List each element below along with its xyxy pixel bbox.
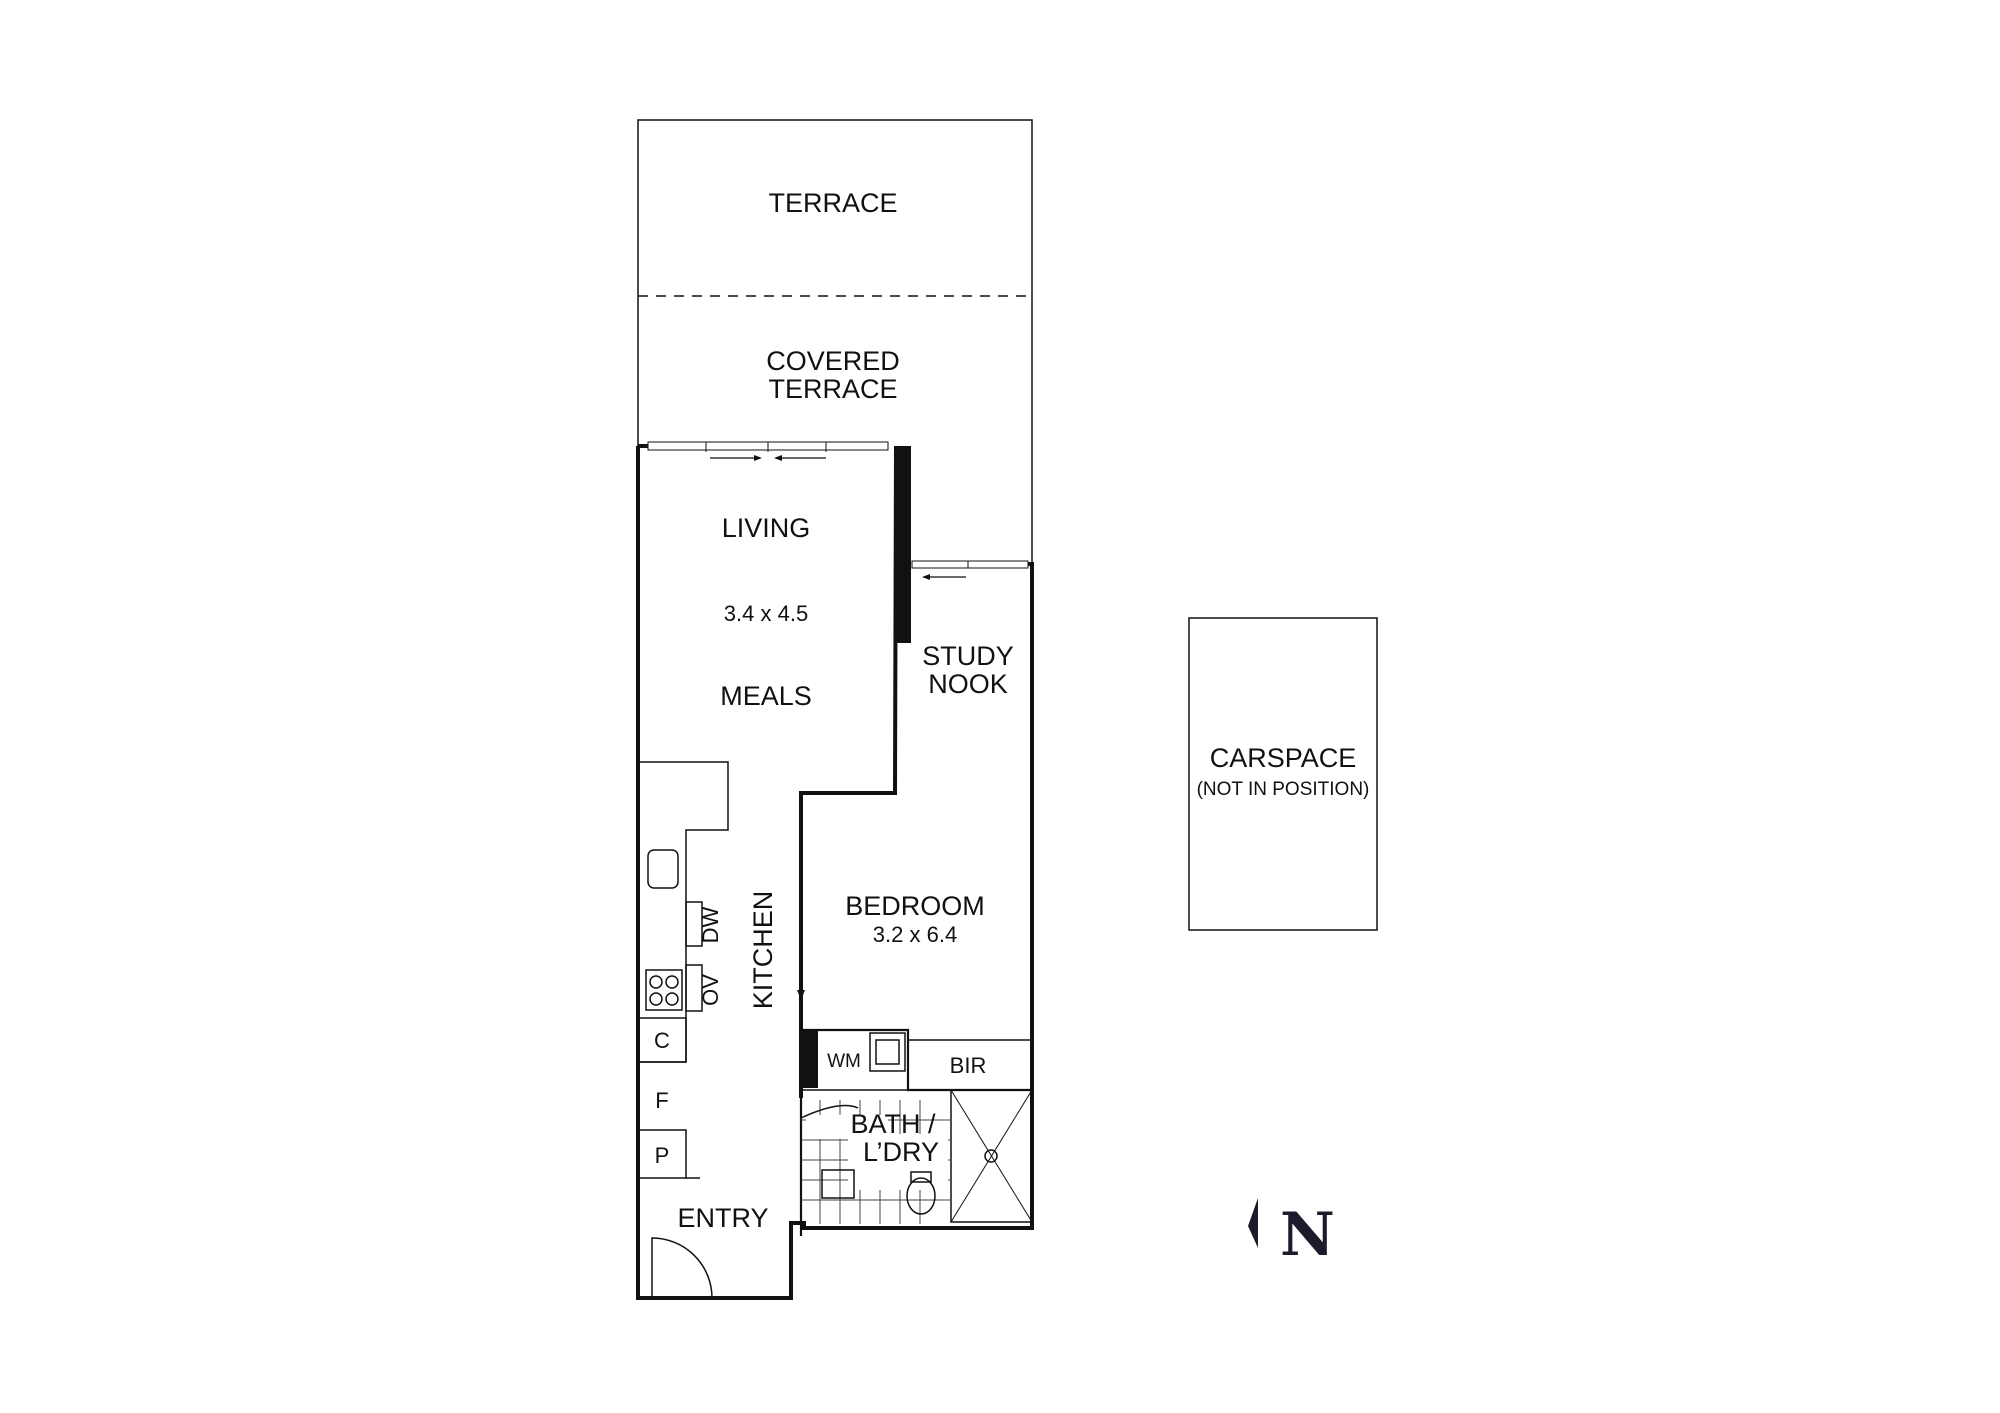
covered-terrace-label-1: COVERED [766, 346, 900, 376]
dishwasher-label: DW [698, 906, 723, 943]
entry-door [651, 1237, 713, 1299]
bedroom-dims: 3.2 x 6.4 [873, 922, 957, 947]
kitchen-label: KITCHEN [748, 891, 778, 1010]
entry-label: ENTRY [677, 1203, 768, 1233]
carspace-box [1188, 617, 1378, 931]
sliding-door-study [911, 560, 1029, 580]
study-label-1: STUDY [922, 641, 1014, 671]
sink-icon [647, 849, 679, 889]
living-label: LIVING [722, 513, 811, 543]
living-dims: 3.4 x 4.5 [724, 601, 808, 626]
covered-terrace-label-2: TERRACE [768, 374, 897, 404]
north-arrow-icon: N [1248, 1198, 1335, 1270]
dishwasher-icon [685, 901, 703, 947]
cupboard-label: C [654, 1028, 670, 1053]
shower-icon [950, 1089, 1033, 1223]
bath-door-swing [800, 1104, 859, 1119]
oven-icon [685, 964, 703, 1012]
toilet-icon [906, 1177, 936, 1215]
terrace-label: TERRACE [768, 188, 897, 218]
washing-machine-icon [869, 1032, 906, 1072]
bedroom-door-arrow [797, 940, 805, 1000]
sliding-door-living [647, 441, 889, 461]
laundry-robe-bath [800, 1028, 1033, 1224]
bath-tiles [801, 1100, 950, 1224]
kitchen-bench [637, 761, 729, 1179]
fridge-label: F [655, 1088, 668, 1113]
pantry-label: P [655, 1143, 670, 1168]
oven-label: OV [698, 974, 723, 1006]
bir-label: BIR [950, 1053, 987, 1078]
study-label-2: NOOK [928, 669, 1008, 699]
carspace-note: (NOT IN POSITION) [1197, 779, 1370, 800]
bath-label-1: BATH / [850, 1109, 936, 1139]
vanity-icon [821, 1169, 855, 1199]
bath-label-2: L’DRY [863, 1137, 939, 1167]
cooktop-icon [645, 969, 683, 1011]
washing-machine-label: WM [827, 1051, 861, 1072]
meals-label: MEALS [720, 681, 812, 711]
pantry-box [637, 1129, 687, 1179]
bedroom-label: BEDROOM [845, 891, 985, 921]
cupboard-box [637, 1017, 687, 1063]
carspace-label: CARSPACE [1210, 743, 1357, 773]
north-label: N [1280, 1200, 1335, 1270]
terrace-area [637, 119, 1033, 564]
